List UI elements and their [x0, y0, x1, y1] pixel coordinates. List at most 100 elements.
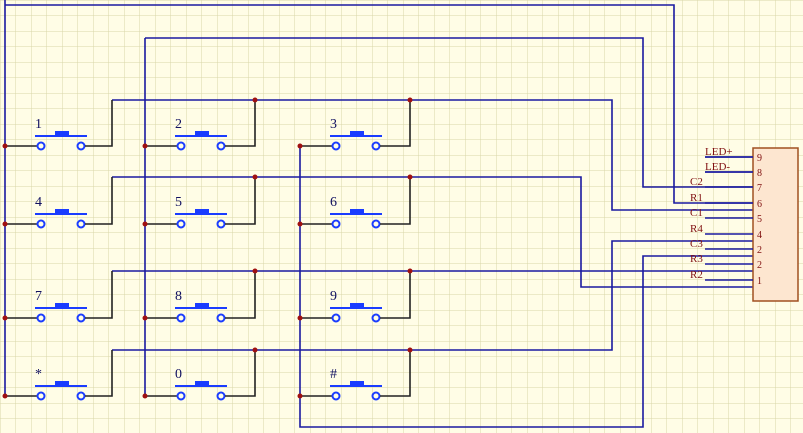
connector-body — [752, 147, 799, 302]
key-label: # — [330, 367, 337, 382]
button-lead-right — [225, 350, 256, 397]
junction-dot — [407, 268, 413, 274]
button-cap — [55, 303, 69, 308]
button-lead-right — [85, 177, 113, 225]
connector-pin-6: R44 — [690, 223, 762, 241]
button-contact-right — [76, 391, 86, 401]
button-contact-left — [176, 219, 186, 229]
key-label: 4 — [35, 195, 42, 210]
keypad-button-1: 1 — [5, 100, 113, 151]
pin-number: 7 — [757, 183, 762, 194]
button-cap — [55, 209, 69, 214]
button-lead-right — [380, 177, 411, 225]
button-contact-right — [216, 313, 226, 323]
connector-pin-7: C32 — [690, 238, 762, 256]
key-label: 6 — [330, 195, 337, 210]
junction-dot — [142, 315, 148, 321]
wire-junctions — [2, 97, 413, 399]
key-label: 3 — [330, 117, 337, 132]
junction-dot — [297, 393, 303, 399]
button-contact-left — [331, 391, 341, 401]
button-contact-left — [331, 313, 341, 323]
button-lead-right — [225, 100, 256, 147]
wire-col2-rail — [144, 37, 753, 396]
junction-dot — [2, 393, 8, 399]
junction-dot — [297, 315, 303, 321]
connector-pin-2: LED- 8 — [705, 161, 762, 179]
junction-dot — [297, 143, 303, 149]
pin-number: 6 — [757, 199, 762, 210]
button-lead-right — [85, 271, 113, 319]
junction-dot — [142, 143, 148, 149]
key-label: 1 — [35, 117, 42, 132]
key-label: 5 — [175, 195, 182, 210]
button-lead-right — [85, 350, 113, 397]
button-contact-right — [371, 141, 381, 151]
button-contact-left — [36, 313, 46, 323]
keypad-button-8: 8 — [145, 271, 256, 323]
button-lead-right — [380, 350, 411, 397]
button-cap — [350, 381, 364, 386]
button-contact-right — [216, 219, 226, 229]
key-label: 8 — [175, 289, 182, 304]
junction-dot — [252, 174, 258, 180]
button-contact-right — [371, 219, 381, 229]
key-label: * — [35, 367, 42, 382]
junction-dot — [2, 143, 8, 149]
wire-col3-rail — [299, 146, 753, 428]
connector-pin-5: C1 5 — [690, 207, 762, 225]
junction-dot — [252, 347, 258, 353]
pin-label: R1 — [690, 192, 703, 204]
button-contact-right — [76, 313, 86, 323]
wire-row1-bus — [112, 99, 753, 211]
keypad-button-5: 5 — [145, 177, 256, 229]
button-contact-left — [331, 219, 341, 229]
button-contact-left — [331, 141, 341, 151]
pin-label: C1 — [690, 207, 703, 219]
button-cap — [195, 131, 209, 136]
pin-number: 8 — [757, 168, 762, 179]
connector-pin-3: C27 — [690, 176, 762, 194]
junction-dot — [407, 347, 413, 353]
wire-row4-bus — [112, 240, 753, 351]
button-lead-right — [225, 271, 256, 319]
keypad-button-6: 6 — [300, 177, 411, 229]
button-contact-right — [76, 141, 86, 151]
button-lead-right — [225, 177, 256, 225]
keypad-button-11: 0 — [145, 350, 256, 401]
keypad-button-3: 3 — [300, 100, 411, 151]
pin-number: 1 — [757, 276, 762, 287]
pin-number: 9 — [757, 153, 762, 164]
button-lead-right — [85, 100, 113, 147]
button-lead-right — [380, 100, 411, 147]
pin-label: LED- — [705, 161, 730, 173]
pin-number: 2 — [757, 260, 762, 271]
keypad-button-7: 7 — [5, 271, 113, 323]
button-cap — [350, 303, 364, 308]
junction-dot — [407, 97, 413, 103]
junction-dot — [2, 221, 8, 227]
junction-dot — [142, 221, 148, 227]
keypad-buttons: 1 2 3 4 5 6 7 8 9 * 0 # — [5, 100, 411, 401]
key-label: 9 — [330, 289, 337, 304]
pin-label: R3 — [690, 253, 703, 265]
pin-label: R2 — [690, 269, 703, 281]
button-cap — [55, 381, 69, 386]
button-contact-left — [36, 219, 46, 229]
button-contact-left — [176, 141, 186, 151]
keypad-button-2: 2 — [145, 100, 256, 151]
pin-number: 5 — [757, 214, 762, 225]
button-cap — [195, 209, 209, 214]
keypad-button-4: 4 — [5, 177, 113, 229]
connector-pin-4: R1 6 — [690, 192, 762, 210]
connector-pin-1: LED+9 — [705, 146, 762, 164]
button-cap — [350, 209, 364, 214]
wire-row2-bus — [112, 176, 753, 288]
keypad-button-9: 9 — [300, 271, 411, 323]
junction-dot — [407, 174, 413, 180]
button-contact-left — [176, 391, 186, 401]
button-contact-left — [36, 141, 46, 151]
button-contact-right — [76, 219, 86, 229]
